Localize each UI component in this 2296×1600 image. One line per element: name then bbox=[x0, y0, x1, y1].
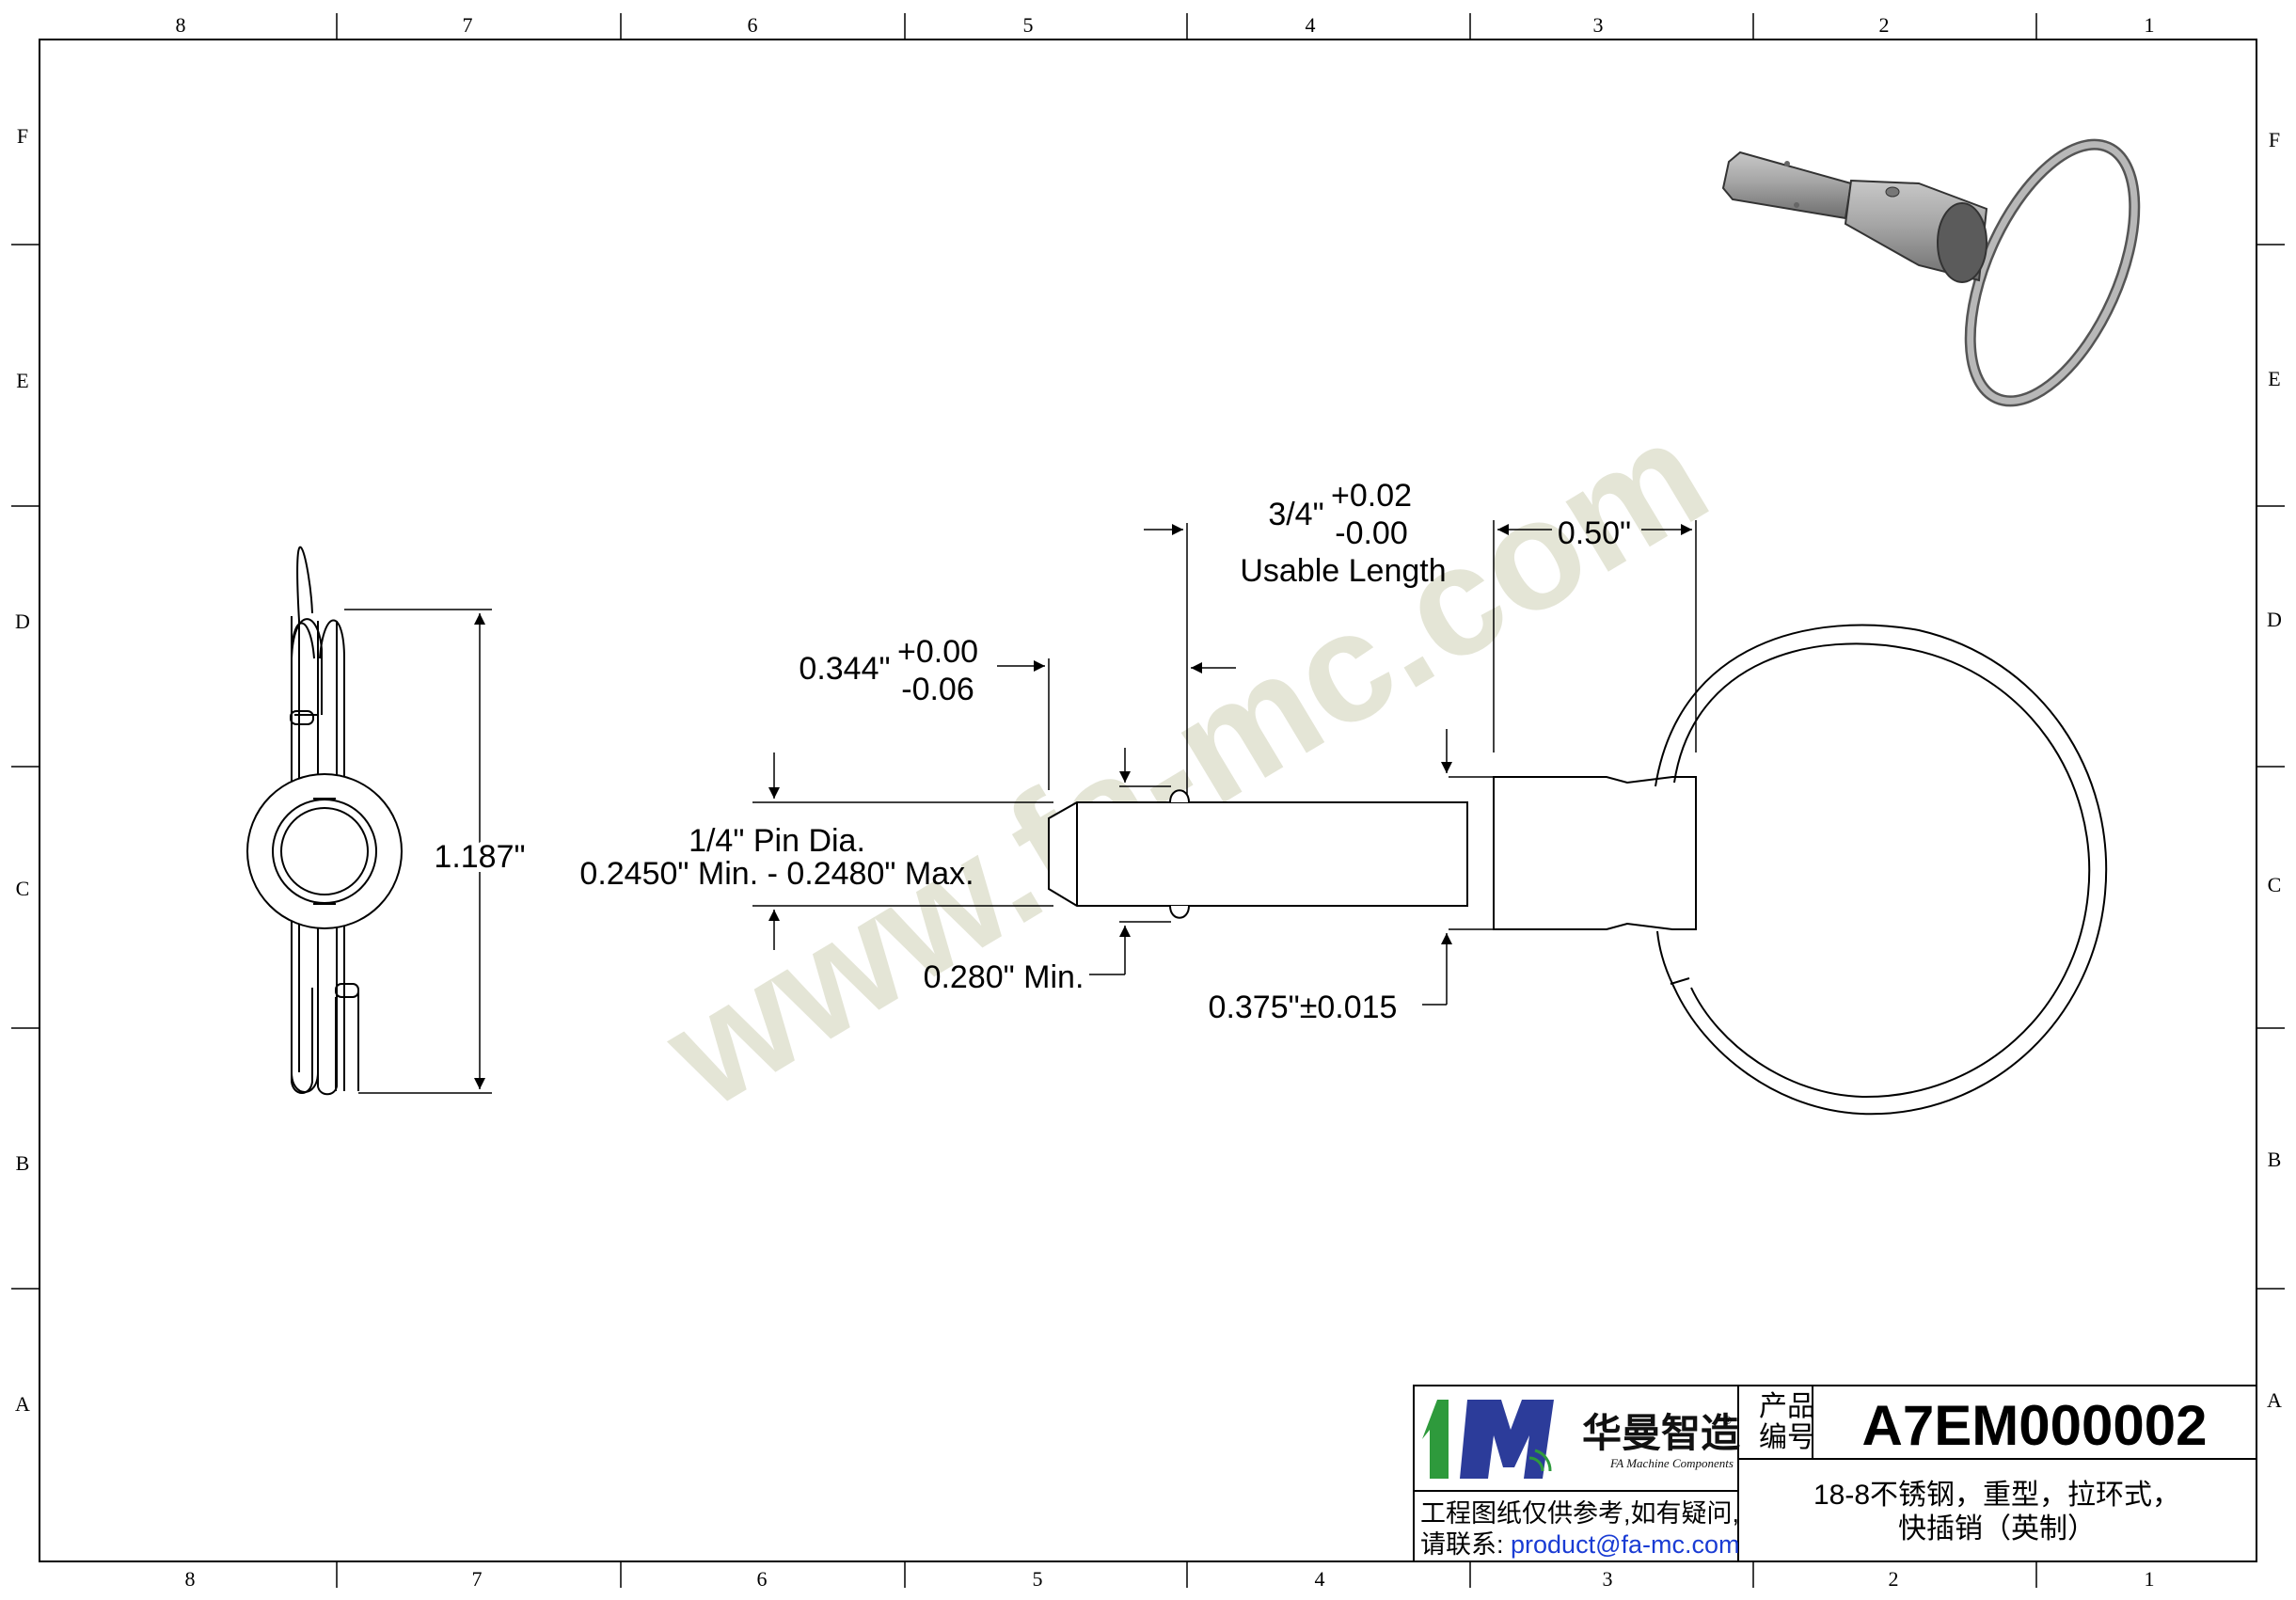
row-label: A bbox=[15, 1392, 30, 1416]
row-label: E bbox=[16, 369, 28, 392]
disclaimer-line2: 请联系: product@fa-mc.com bbox=[1420, 1530, 1740, 1559]
company-logo: 华曼智造 ® FA Machine Components bbox=[1422, 1400, 1740, 1479]
col-label: 5 bbox=[1033, 1567, 1043, 1591]
tip-length-tol-minus: -0.06 bbox=[901, 672, 974, 707]
row-label: C bbox=[16, 877, 30, 900]
row-label: F bbox=[17, 124, 28, 148]
col-label: 5 bbox=[1023, 13, 1034, 37]
ring-dia-label: 1.187" bbox=[434, 839, 525, 875]
isometric-render bbox=[1721, 138, 2141, 407]
ball-min-label: 0.280" Min. bbox=[924, 959, 1085, 995]
part-number: A7EM000002 bbox=[1862, 1394, 2208, 1457]
column-labels-top: 8 7 6 5 4 3 2 1 bbox=[176, 13, 2155, 37]
handle-dia-label: 0.375"±0.015 bbox=[1209, 990, 1398, 1025]
col-label: 7 bbox=[463, 13, 473, 37]
usable-length-nominal: 3/4" bbox=[1268, 497, 1323, 532]
row-label: A bbox=[2267, 1388, 2282, 1412]
col-label: 6 bbox=[748, 13, 758, 37]
column-labels-bottom: 8 7 6 5 4 3 2 1 bbox=[185, 1567, 2155, 1591]
pin-dia-line2: 0.2450" Min. - 0.2480" Max. bbox=[579, 856, 974, 892]
col-label: 7 bbox=[472, 1567, 483, 1591]
row-label: B bbox=[16, 1151, 30, 1175]
row-label: B bbox=[2268, 1148, 2282, 1171]
col-label: 1 bbox=[2145, 13, 2155, 37]
col-label: 8 bbox=[185, 1567, 196, 1591]
logo-cn-text: 华曼智造 bbox=[1582, 1410, 1740, 1456]
description-line1: 18-8不锈钢，重型，拉环式， bbox=[1813, 1480, 2180, 1511]
col-label: 1 bbox=[2145, 1567, 2155, 1591]
product-label-line1: 产品 bbox=[1759, 1391, 1815, 1422]
dimension-texts: 3/4" +0.02 -0.00 Usable Length 0.50" 0.3… bbox=[579, 478, 1631, 1025]
logo-green-mark bbox=[1422, 1400, 1449, 1479]
row-label: D bbox=[15, 610, 30, 633]
col-label: 3 bbox=[1603, 1567, 1613, 1591]
disclaimer-line1: 工程图纸仅供参考,如有疑问, bbox=[1420, 1499, 1739, 1528]
row-label: E bbox=[2268, 367, 2280, 390]
col-label: 8 bbox=[176, 13, 186, 37]
row-label: C bbox=[2268, 873, 2282, 896]
usable-length-tol-minus: -0.00 bbox=[1335, 515, 1408, 551]
title-block bbox=[1413, 1385, 2257, 1562]
watermark: www.fa-mc.com bbox=[637, 386, 1734, 1140]
contact-prefix: 请联系: bbox=[1420, 1530, 1511, 1559]
pin-dia-line1: 1/4" Pin Dia. bbox=[689, 823, 865, 859]
row-labels-right: F E D C B A bbox=[2267, 128, 2282, 1412]
product-label-line2: 编号 bbox=[1759, 1422, 1815, 1453]
tip-length-tol-plus: +0.00 bbox=[897, 634, 978, 670]
ring-gap-label: 0.50" bbox=[1558, 515, 1631, 551]
front-view-dimension-lines bbox=[752, 520, 1697, 1006]
col-label: 2 bbox=[1889, 1567, 1899, 1591]
col-label: 4 bbox=[1306, 13, 1316, 37]
logo-registered: ® bbox=[1723, 1414, 1732, 1427]
usable-length-caption: Usable Length bbox=[1240, 553, 1446, 589]
row-labels-left: F E D C B A bbox=[15, 124, 30, 1416]
col-label: 4 bbox=[1315, 1567, 1325, 1591]
row-label: F bbox=[2269, 128, 2280, 151]
contact-email-link[interactable]: product@fa-mc.com bbox=[1511, 1530, 1739, 1559]
col-label: 3 bbox=[1593, 13, 1604, 37]
row-label: D bbox=[2267, 608, 2282, 631]
pin-front-view bbox=[1048, 624, 2108, 1116]
usable-length-tol-plus: +0.02 bbox=[1331, 478, 1412, 514]
drawing-frame bbox=[11, 13, 2285, 1588]
col-label: 6 bbox=[757, 1567, 768, 1591]
col-label: 2 bbox=[1879, 13, 1890, 37]
end-view bbox=[246, 546, 403, 1096]
tip-length-nominal: 0.344" bbox=[799, 651, 890, 687]
logo-en-text: FA Machine Components bbox=[1609, 1456, 1734, 1470]
description-line2: 快插销（英制） bbox=[1898, 1513, 2096, 1545]
ring-dia-dimension bbox=[344, 609, 492, 1094]
